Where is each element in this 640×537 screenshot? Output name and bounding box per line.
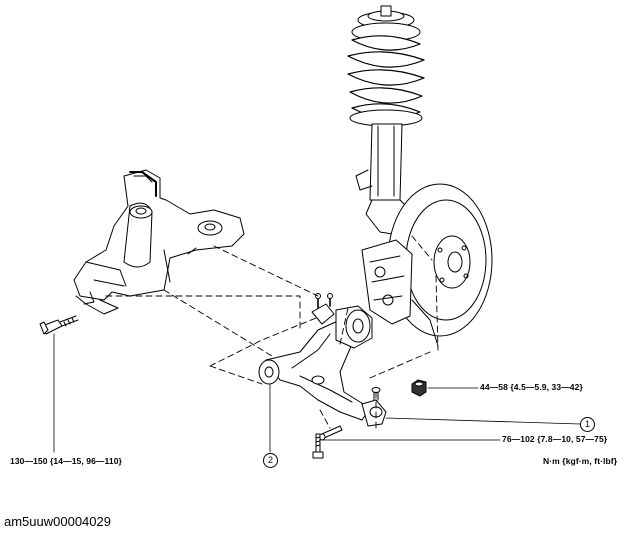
- torque-units: N·m {kgf·m, ft·lbf}: [543, 456, 618, 466]
- leader-lines: [53, 333, 581, 453]
- callout-2: 2: [263, 453, 278, 468]
- assembly-guide-lines: [105, 235, 439, 429]
- torque-label-nut: 44—58 {4.5—5.9, 33—42}: [480, 382, 583, 392]
- lower-arm-bolt-long: [312, 433, 324, 459]
- callout-1: 1: [580, 417, 595, 432]
- lower-arm-bolt-short: [318, 425, 343, 441]
- crossmember: [73, 169, 245, 315]
- lower-arm: [258, 293, 387, 427]
- ball-joint-nut: [411, 379, 427, 397]
- torque-label-bolt-left: 130—150 {14—15, 96—110}: [10, 456, 122, 466]
- figure-id: am5uuw00004029: [4, 514, 111, 529]
- torque-label-bolt-mid: 76—102 {7.8—10, 57—75}: [502, 434, 608, 444]
- strut-assembly: [347, 5, 425, 237]
- crossmember-bolt: [39, 315, 79, 335]
- brake-hub-assembly: [361, 183, 493, 347]
